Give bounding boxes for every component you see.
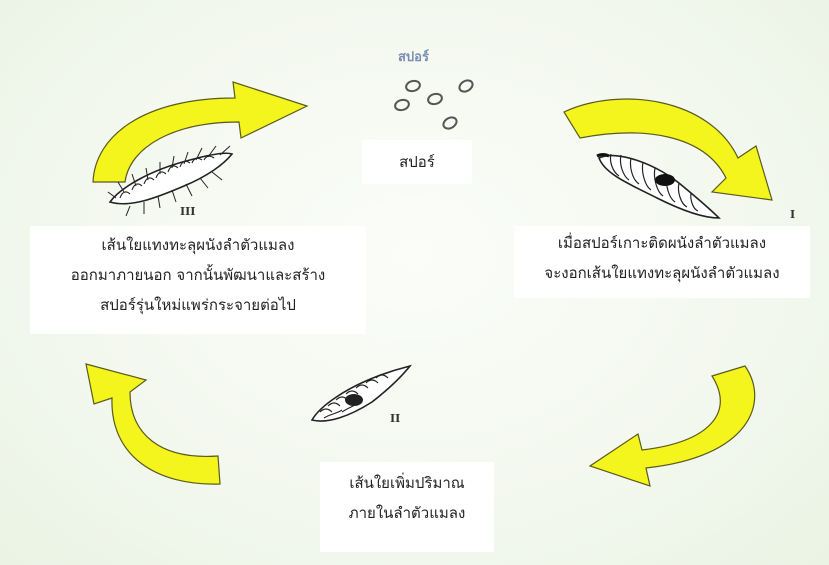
stage-2-line-1: เส้นใยเพิ่มปริมาณ (320, 468, 494, 498)
curved-arrow-icon (580, 362, 770, 502)
stage-1-description: เมื่อสปอร์เกาะติดผนังลำตัวแมลง จะงอกเส้น… (514, 226, 810, 298)
hairy-larva-icon (100, 140, 240, 220)
spore-box: สปอร์ (362, 140, 472, 184)
curved-arrow-icon (60, 360, 230, 490)
stage-3-description: เส้นใยแทงทะลุผนังลำตัวแมลง ออกมาภายนอก จ… (30, 226, 366, 334)
stage-3-line-1: เส้นใยแทงทะลุผนังลำตัวแมลง (30, 230, 366, 260)
larva-icon (595, 148, 725, 223)
spore-box-label: สปอร์ (399, 153, 435, 171)
stage-3-line-3: สปอร์รุ่นใหม่แพร่กระจายต่อไป (30, 290, 366, 320)
stage-1-line-1: เมื่อสปอร์เกาะติดผนังลำตัวแมลง (514, 228, 810, 258)
stage-2-line-2: ภายในลำตัวแมลง (320, 498, 494, 528)
stage-3-roman: III (180, 205, 195, 218)
stage-1-roman: I (790, 208, 795, 221)
stage-3-line-2: ออกมาภายนอก จากนั้นพัฒนาและสร้าง (30, 260, 366, 290)
stage-2-roman: II (390, 412, 400, 425)
spore-icon (388, 70, 478, 135)
spore-top-label: สปอร์ (398, 46, 429, 67)
stage-2-description: เส้นใยเพิ่มปริมาณ ภายในลำตัวแมลง (320, 462, 494, 552)
stage-1-line-2: จะงอกเส้นใยแทงทะลุผนังลำตัวแมลง (514, 258, 810, 288)
